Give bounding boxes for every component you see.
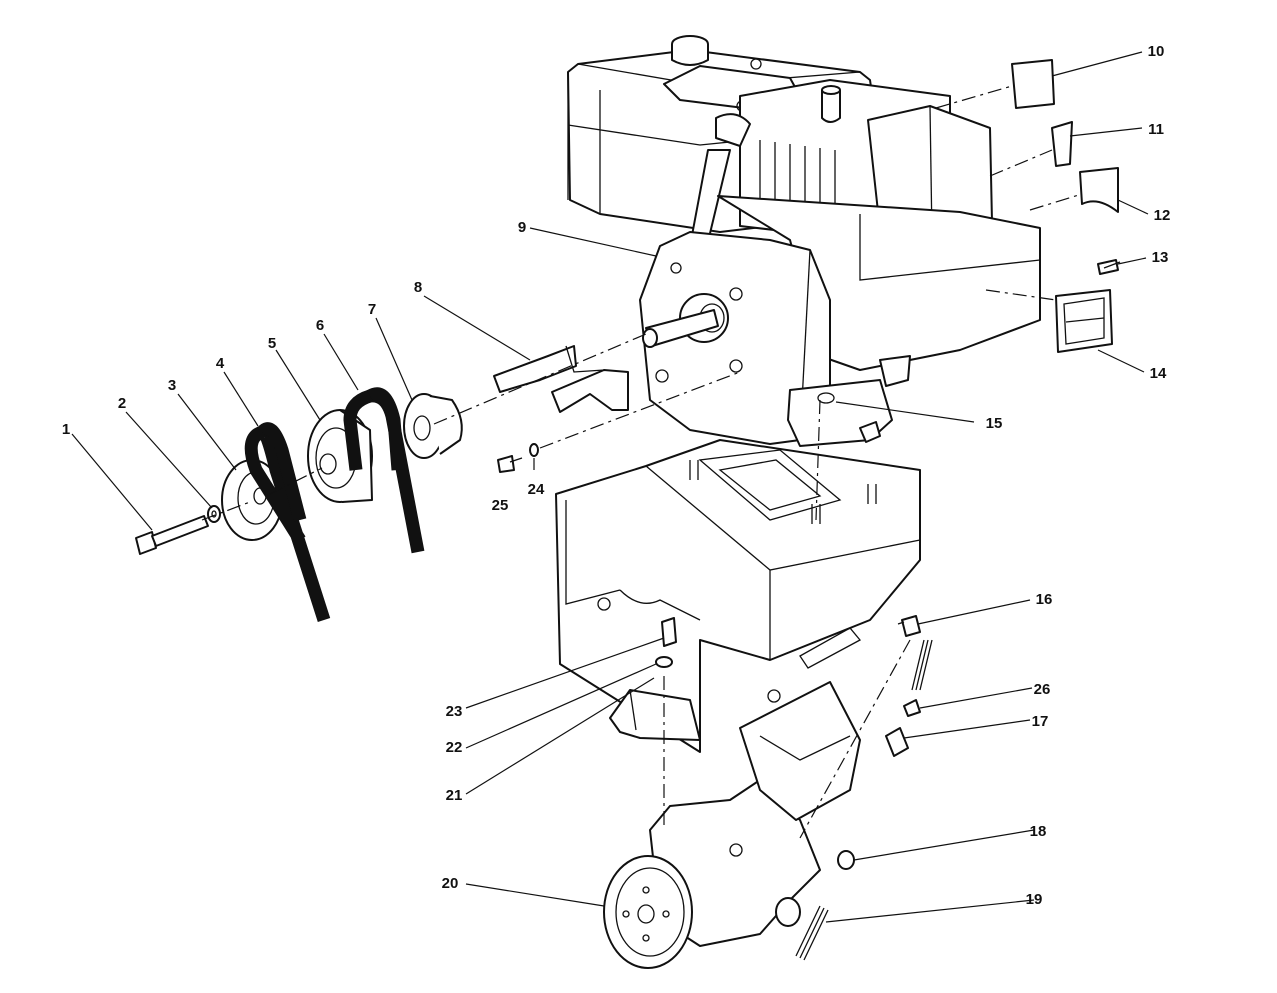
callout-9: 9 xyxy=(518,219,526,236)
leader-lines xyxy=(71,51,1149,923)
callout-19: 19 xyxy=(1026,891,1043,908)
callout-20: 20 xyxy=(442,875,459,892)
callout-4: 4 xyxy=(216,355,225,372)
knob-17-part xyxy=(885,727,909,757)
washer-24-part xyxy=(529,443,539,457)
decal-10-part xyxy=(1011,59,1055,109)
decal-12-part xyxy=(1079,167,1119,213)
bolt-1-part xyxy=(135,515,209,555)
callout-1: 1 xyxy=(62,421,70,438)
callout-15: 15 xyxy=(986,415,1003,432)
spring-19-part xyxy=(795,905,829,961)
nut-18-part xyxy=(837,850,855,870)
callout-18: 18 xyxy=(1030,823,1047,840)
callout-12: 12 xyxy=(1154,207,1171,224)
callout-5: 5 xyxy=(268,335,276,352)
callout-14: 14 xyxy=(1150,365,1167,382)
assembly-lines xyxy=(201,85,1083,839)
callout-25: 25 xyxy=(492,497,509,514)
callout-10: 10 xyxy=(1148,43,1165,60)
bracket-21-part xyxy=(609,689,701,741)
callout-23: 23 xyxy=(446,703,463,720)
callout-26: 26 xyxy=(1034,681,1051,698)
washer-2-part xyxy=(207,505,221,523)
belt-4-part xyxy=(244,422,331,622)
spring-26-part xyxy=(903,639,933,717)
screw-25-part xyxy=(497,455,523,473)
engine-assembly xyxy=(567,35,1041,447)
callout-16: 16 xyxy=(1036,591,1053,608)
plate-14-part xyxy=(1055,289,1113,353)
pulley-20-part xyxy=(603,855,693,969)
frame-part xyxy=(555,439,921,753)
callout-24: 24 xyxy=(528,481,545,498)
screw-13-part xyxy=(1097,259,1121,275)
bolt-23-part xyxy=(661,617,677,647)
screw-16-part xyxy=(897,615,921,637)
callout-labels: 1 2 3 4 5 6 7 8 9 10 11 12 13 14 15 16 1… xyxy=(62,43,1171,908)
belt-6-part xyxy=(343,387,425,554)
pulley-5-part xyxy=(307,409,373,503)
callout-3: 3 xyxy=(168,377,176,394)
bracket-8-part xyxy=(493,345,629,413)
callout-21: 21 xyxy=(446,787,463,804)
decal-11-part xyxy=(1051,121,1073,167)
callout-13: 13 xyxy=(1152,249,1169,266)
callout-6: 6 xyxy=(316,317,324,334)
pulley-7-part xyxy=(403,393,463,459)
callout-11: 11 xyxy=(1148,121,1164,138)
callout-7: 7 xyxy=(368,301,376,318)
washer-22-part xyxy=(655,656,673,668)
callout-17: 17 xyxy=(1032,713,1049,730)
callout-22: 22 xyxy=(446,739,463,756)
callout-2: 2 xyxy=(118,395,126,412)
callout-8: 8 xyxy=(414,279,422,296)
